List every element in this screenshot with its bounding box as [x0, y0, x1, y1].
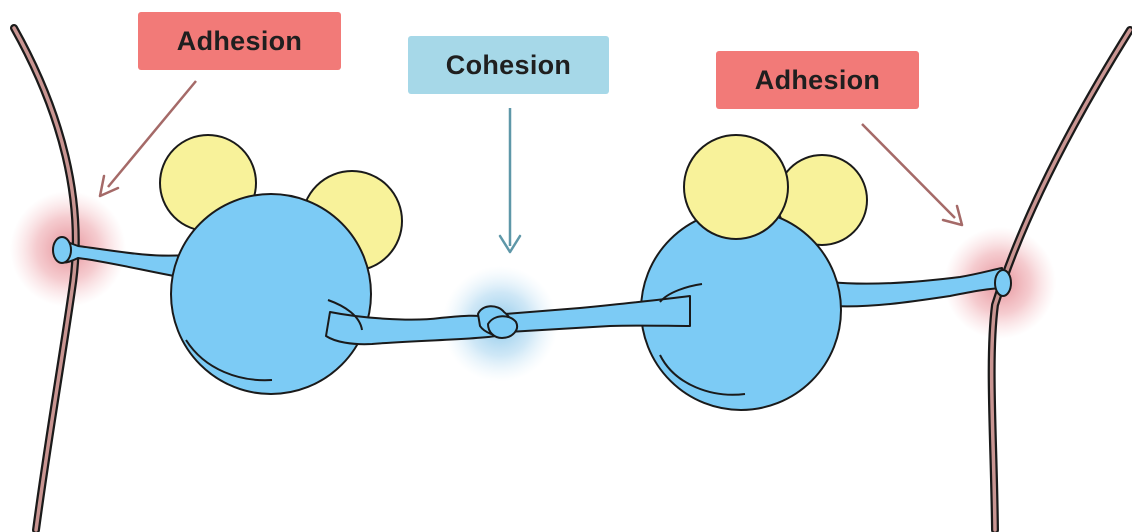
adhesion-label-left: Adhesion [138, 12, 341, 70]
right-molecule-head-left [684, 135, 788, 239]
left-molecule-wall-hand [53, 237, 71, 263]
cohesion-arrow [500, 108, 520, 252]
left-molecule-body [171, 194, 371, 394]
cohesion-label: Cohesion [408, 36, 609, 94]
adhesion-arrow-right [862, 124, 962, 225]
right-molecule-wall-hand [995, 270, 1011, 296]
left-molecule-inner-arm [326, 312, 496, 344]
right-water-molecule [505, 135, 1011, 410]
adhesion-label-right: Adhesion [716, 51, 919, 109]
